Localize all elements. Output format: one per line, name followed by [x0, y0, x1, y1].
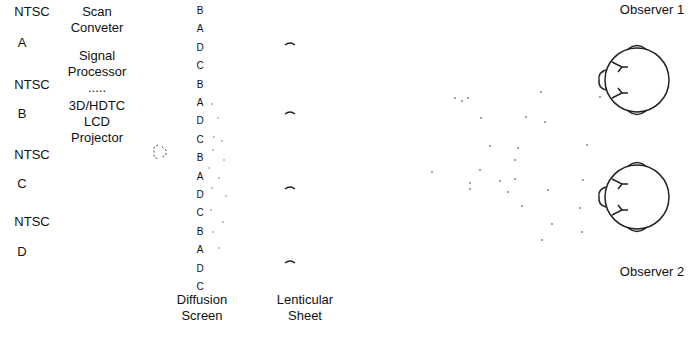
screen-letter: A: [192, 23, 208, 35]
ellipsis: .....: [60, 80, 135, 96]
screen-letter: A: [192, 97, 208, 109]
screen-letter: B: [192, 226, 208, 238]
source-name: NTSC: [2, 214, 62, 230]
part-name: Diffusion Screen: [162, 292, 242, 324]
part-name: Lenticular Sheet: [265, 292, 345, 324]
stage-name: 3D/HDTC LCD Projector: [60, 98, 135, 146]
source-name: NTSC: [2, 147, 62, 163]
screen-letter: C: [192, 281, 208, 293]
screen-letter: B: [192, 79, 208, 91]
screen-letter: A: [192, 171, 208, 183]
screen-letter: D: [192, 115, 208, 127]
observer-name: Observer 2: [607, 264, 697, 280]
source-letter: A: [7, 35, 37, 51]
screen-letter: D: [192, 263, 208, 275]
observer-head: [599, 163, 669, 232]
stage-name: Signal Processor: [60, 48, 135, 80]
source-letter: B: [7, 106, 37, 122]
screen-letter: C: [192, 207, 208, 219]
light-ray-dots: [208, 71, 604, 249]
screen-letter: B: [192, 152, 208, 164]
observer-name: Observer 1: [607, 2, 697, 18]
source-letter: C: [7, 176, 37, 192]
observer-head: [599, 46, 669, 115]
stage-name: Scan Conveter: [60, 4, 135, 36]
source-name: NTSC: [2, 77, 62, 93]
screen-letter: C: [192, 134, 208, 146]
source-name: NTSC: [2, 4, 62, 20]
screen-letter: D: [192, 189, 208, 201]
screen-letter: A: [192, 244, 208, 256]
projector-lens: [154, 145, 166, 159]
screen-letter: C: [192, 60, 208, 72]
lenticular-lens: [285, 43, 295, 263]
screen-letter: B: [192, 5, 208, 17]
screen-letter: D: [192, 42, 208, 54]
source-letter: D: [7, 244, 37, 260]
